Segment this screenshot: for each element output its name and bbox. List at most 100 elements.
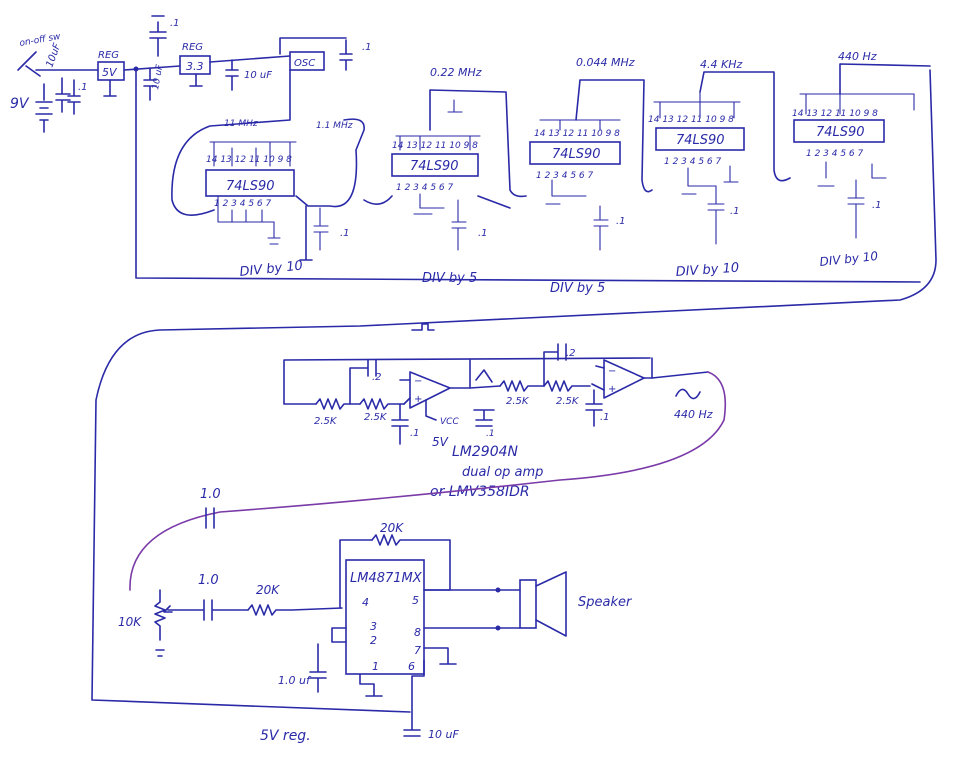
- lm4871-chip: [345, 559, 425, 675]
- op-amp-2-minus: −: [608, 366, 616, 377]
- regulator-3v3: [179, 55, 211, 75]
- chip-3-name: 74LS90: [552, 147, 601, 162]
- filter-c4-label: .1: [600, 412, 610, 423]
- chip-4-caption: DIV by 10: [675, 261, 739, 280]
- filter-ic-desc: dual op amp: [462, 465, 543, 480]
- divider-chip-4: 14 13 12 11 10 9 8 74LS90 1 2 3 4 5 6 7 …: [648, 91, 745, 280]
- filter-r3-label: 2.5K: [506, 396, 530, 407]
- divider-chip-2: 14 13 12 11 10 9 8 74LS90 1 2 3 4 5 6 7 …: [391, 99, 488, 286]
- audio-signal-wire: [129, 371, 727, 591]
- amp-pot-label: 10K: [118, 615, 142, 629]
- amp-feedback-resistor: [371, 534, 451, 591]
- amp-rfb-label: 20K: [380, 521, 404, 535]
- filter-resistor-2: [359, 398, 405, 410]
- filter-c2-label: .1: [410, 428, 420, 439]
- chip-2-cap: .1: [478, 228, 488, 239]
- cap-top-label: .1: [170, 18, 180, 29]
- op-amp-1-minus: −: [414, 376, 422, 387]
- speaker-icon: [535, 571, 567, 637]
- chip-3-cap: .1: [616, 216, 626, 227]
- chip-2-top-pins: 14 13 12 11 10 9 8: [392, 141, 478, 151]
- chip-2-bottom-pins: 1 2 3 4 5 6 7: [396, 183, 454, 193]
- divider-chip-1: 14 13 12 11 10 9 8 74LS90 1 2 3 4 5 6 7 …: [205, 141, 350, 280]
- chip-5-caption: DIV by 10: [819, 249, 879, 269]
- amp-pin-1: 1: [372, 660, 379, 673]
- filter-supply-label: 5V: [432, 435, 449, 449]
- amp-pin-4: 4: [362, 596, 369, 609]
- filter-ic-name: LM2904N: [452, 444, 519, 460]
- filter-ic-alt: or LMV358IDR: [430, 484, 530, 500]
- chip-5-top-pins: 14 13 12 11 10 9 8: [792, 109, 878, 119]
- amplifier-section: 1.0 1.0 10K 20K LM4871MX 4 5 3 2 8 7 1 6…: [118, 487, 633, 744]
- filter-vcc-cap-label: .1: [486, 429, 495, 439]
- osc-cap-label: .1: [362, 42, 372, 53]
- op-amp-2-plus: +: [608, 384, 616, 395]
- filter-c3-label: .2: [566, 348, 576, 359]
- amp-ic-label: LM4871MX: [350, 571, 423, 586]
- power-section: on-off sw 9V 10uF .1 REG 5V 10 uF REG 3.…: [10, 15, 372, 133]
- volume-potentiometer: [154, 589, 173, 657]
- chip-2-name: 74LS90: [410, 159, 459, 174]
- divider-chain: 11 MHz 1.1 MHz 0.22 MHz 0.044 MHz 4.4 KH…: [171, 50, 931, 296]
- amp-pin-8: 8: [414, 626, 421, 639]
- regulator-5v-label: 5V: [102, 66, 118, 79]
- chip-4-cap: .1: [730, 206, 740, 217]
- divider-chip-3: 14 13 12 11 10 9 8 74LS90 1 2 3 4 5 6 7 …: [529, 119, 626, 296]
- amp-input-resistor: [247, 604, 343, 616]
- chip-4-bottom-pins: 1 2 3 4 5 6 7: [664, 157, 722, 167]
- speaker-magnet: [519, 579, 537, 629]
- amp-cin-label: 1.0: [198, 573, 219, 588]
- amp-cfb-label: 1.0: [200, 487, 221, 502]
- chip-5-name: 74LS90: [816, 125, 865, 140]
- filter-vcc-label: VCC: [440, 417, 459, 427]
- chip-4-name: 74LS90: [676, 133, 725, 148]
- filter-resistor-3: [499, 380, 545, 392]
- chip-1-cap: .1: [340, 228, 350, 239]
- filter-section: 2.5K 2.5K .2 .1 − + VCC 5V .1 2.5K 2.5K …: [283, 323, 713, 500]
- amp-rin-label: 20K: [256, 583, 280, 597]
- freq-0-044mhz: 0.044 MHz: [576, 56, 635, 69]
- amp-pin-3: 3: [370, 620, 377, 633]
- regulator-5v: [97, 61, 125, 81]
- cap-10uf-output-label: 10 uF: [244, 70, 272, 81]
- amp-pin-5: 5: [412, 594, 419, 607]
- freq-4-4khz: 4.4 KHz: [700, 58, 742, 71]
- freq-0-22mhz: 0.22 MHz: [430, 66, 482, 79]
- chip-3-bottom-pins: 1 2 3 4 5 6 7: [536, 171, 594, 181]
- op-amp-2: [603, 359, 645, 399]
- chip-5-bottom-pins: 1 2 3 4 5 6 7: [806, 149, 864, 159]
- regulator-3v3-title: REG: [182, 42, 203, 53]
- amp-pin-2: 2: [370, 634, 377, 647]
- speaker-label: Speaker: [578, 595, 633, 610]
- filter-r1-label: 2.5K: [314, 416, 338, 427]
- chip-4-top-pins: 14 13 12 11 10 9 8: [648, 115, 734, 125]
- filter-resistor-1: [315, 398, 361, 410]
- battery-label: 9V: [10, 96, 30, 112]
- amp-rail-label: 5V reg.: [260, 728, 311, 744]
- filter-c1-label: .2: [372, 372, 382, 383]
- op-amp-1: [409, 371, 451, 409]
- filter-r2-label: 2.5K: [364, 412, 388, 423]
- chip-2-caption: DIV by 5: [422, 271, 477, 286]
- filter-output-label: 440 Hz: [674, 408, 713, 421]
- filter-r4-label: 2.5K: [556, 396, 580, 407]
- freq-440hz: 440 Hz: [838, 50, 877, 63]
- freq-1-1mhz: 1.1 MHz: [316, 121, 353, 131]
- regulator-3v3-label: 3.3: [186, 60, 204, 73]
- filter-resistor-4: [543, 380, 591, 392]
- cap-small-label: .1: [78, 82, 88, 93]
- chip-5-cap: .1: [872, 200, 882, 211]
- regulator-5v-title: REG: [98, 50, 119, 61]
- chip-1-bottom-pins: 1 2 3 4 5 6 7: [214, 199, 272, 209]
- divider-chip-5: 14 13 12 11 10 9 8 74LS90 1 2 3 4 5 6 7 …: [792, 93, 915, 269]
- amp-pin-6: 6: [408, 660, 415, 673]
- cap-10uf-label: 10 uF: [151, 63, 165, 90]
- op-amp-1-plus: +: [414, 394, 422, 405]
- oscillator: [289, 51, 325, 71]
- supply-rail-left: [91, 69, 937, 713]
- amp-bypass-label: 1.0 uf: [278, 674, 312, 687]
- chip-1-caption: DIV by 10: [239, 258, 304, 280]
- chip-3-caption: DIV by 5: [550, 281, 605, 296]
- amp-pin-7: 7: [414, 644, 421, 657]
